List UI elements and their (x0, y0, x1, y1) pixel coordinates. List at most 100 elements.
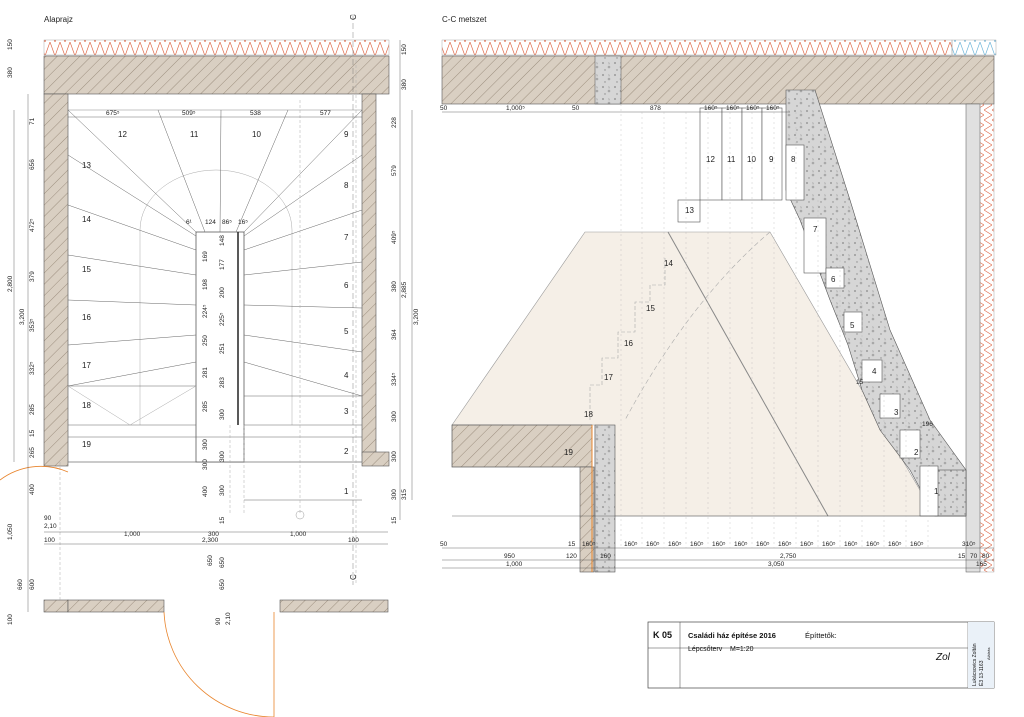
svg-text:15: 15 (958, 553, 966, 560)
svg-text:15: 15 (391, 516, 398, 524)
svg-text:200: 200 (219, 287, 226, 298)
svg-text:1,000: 1,000 (124, 531, 141, 538)
svg-text:300: 300 (219, 485, 226, 496)
svg-text:10: 10 (252, 130, 261, 139)
svg-text:281: 281 (202, 367, 209, 378)
svg-text:17: 17 (604, 373, 613, 382)
svg-text:11: 11 (727, 155, 736, 164)
plan-winder-lines (67, 109, 363, 426)
section-stair-base (934, 469, 967, 517)
svg-text:15: 15 (568, 541, 576, 548)
svg-text:15: 15 (82, 265, 91, 274)
svg-text:13: 13 (82, 161, 91, 170)
svg-text:80: 80 (982, 553, 990, 560)
svg-text:3,200: 3,200 (19, 308, 26, 325)
section-bottom-row2: 950 120 160 2,750 (504, 553, 797, 560)
section-concrete-column (594, 424, 616, 573)
plan-view: Alaprajz (0, 14, 420, 717)
svg-text:50: 50 (440, 541, 448, 548)
section-vertical-guides (620, 104, 929, 548)
svg-text:400: 400 (202, 486, 209, 497)
svg-text:650: 650 (207, 555, 214, 566)
svg-text:300: 300 (219, 451, 226, 462)
svg-text:1,000⁵: 1,000⁵ (506, 105, 525, 112)
svg-text:3,050: 3,050 (768, 561, 785, 568)
section-riser-label: 196 (922, 421, 933, 428)
plan-dimension-lines (13, 14, 413, 612)
svg-text:9: 9 (344, 130, 349, 139)
svg-text:8: 8 (344, 181, 349, 190)
svg-text:10: 10 (747, 155, 756, 164)
section-walk-line (624, 231, 771, 421)
svg-text:9: 9 (769, 155, 774, 164)
svg-text:71: 71 (29, 117, 36, 125)
plan-right-dims: 150 380 228 579 409⁵ 380 364 334⁵ 300 30… (391, 44, 420, 524)
plan-misc-dims: 90 2,10 650 650 90 2,10 (44, 515, 232, 625)
svg-text:251: 251 (219, 343, 226, 354)
svg-text:300: 300 (219, 409, 226, 420)
section-ceiling-slab (441, 55, 995, 105)
svg-text:16⁵: 16⁵ (238, 219, 248, 226)
section-ceiling-column (594, 55, 622, 105)
svg-text:100: 100 (7, 614, 14, 625)
svg-text:228: 228 (391, 117, 398, 128)
svg-text:3: 3 (894, 408, 899, 417)
section-step-numbers: 12 11 10 9 8 13 7 14 6 15 5 16 4 17 3 18… (564, 155, 939, 496)
svg-text:160⁵: 160⁵ (646, 541, 660, 548)
svg-text:1,050: 1,050 (7, 523, 14, 540)
svg-text:148: 148 (219, 235, 226, 246)
section-landing-slab (451, 424, 593, 468)
svg-text:160⁵: 160⁵ (712, 541, 726, 548)
svg-text:18: 18 (82, 401, 91, 410)
section-insulation-strip (441, 39, 953, 56)
section-bottom-row3: 1,000 3,050 165 (506, 561, 987, 568)
plan-tread-numbers-right: 10 9 8 7 6 5 4 3 2 1 (252, 130, 349, 496)
svg-text:12: 12 (118, 130, 127, 139)
svg-text:150: 150 (401, 44, 408, 55)
svg-text:650: 650 (219, 557, 226, 568)
project-name: Családi ház építése 2016 (688, 631, 776, 640)
svg-text:675⁵: 675⁵ (106, 110, 120, 117)
svg-text:100: 100 (44, 537, 55, 544)
svg-text:577: 577 (320, 110, 331, 117)
stamp-line3: Aláírás (986, 648, 991, 660)
plan-straight-treads (68, 385, 362, 501)
svg-text:315: 315 (401, 489, 408, 500)
svg-text:90: 90 (44, 515, 52, 522)
builders-label: Építtetők: (805, 631, 837, 640)
plan-door-arc-left (0, 465, 69, 481)
svg-text:1: 1 (934, 487, 939, 496)
svg-text:400: 400 (29, 484, 36, 495)
svg-text:380: 380 (391, 281, 398, 292)
plan-left-dims: 380 150 71 656 472⁵ 379 353⁵ 332⁵ 285 15… (7, 39, 214, 625)
svg-text:15: 15 (646, 304, 655, 313)
plan-well-top-dims: 6¹ 124 86⁵ 16⁵ (186, 219, 248, 226)
svg-text:660: 660 (17, 579, 24, 590)
svg-text:160⁵: 160⁵ (910, 541, 924, 548)
svg-text:160⁵: 160⁵ (778, 541, 792, 548)
svg-text:285: 285 (29, 404, 36, 415)
svg-text:650: 650 (219, 579, 226, 590)
svg-text:160⁵: 160⁵ (726, 105, 740, 112)
svg-text:160⁵: 160⁵ (888, 541, 902, 548)
svg-text:165: 165 (976, 561, 987, 568)
svg-text:300: 300 (208, 531, 219, 538)
plan-guide-lines (59, 60, 357, 600)
svg-text:6: 6 (344, 281, 349, 290)
svg-text:160⁵: 160⁵ (766, 105, 780, 112)
plan-right-wall-return (361, 451, 390, 467)
svg-text:283: 283 (219, 377, 226, 388)
svg-text:656: 656 (29, 159, 36, 170)
svg-text:100: 100 (348, 537, 359, 544)
svg-text:13: 13 (685, 206, 694, 215)
plan-section-marker-top: C (349, 14, 358, 20)
svg-text:90: 90 (215, 617, 222, 625)
svg-text:1: 1 (344, 487, 349, 496)
svg-text:579: 579 (391, 165, 398, 176)
svg-text:332⁵: 332⁵ (29, 361, 36, 375)
svg-text:124: 124 (205, 219, 216, 226)
plan-top-wall (43, 55, 390, 95)
svg-text:409⁵: 409⁵ (391, 230, 398, 244)
section-title: C-C metszet (442, 15, 487, 24)
section-top-dims: 50 1,000⁵ 50 878 160⁵ 160⁵ 160⁵ 160⁵ (440, 105, 780, 112)
